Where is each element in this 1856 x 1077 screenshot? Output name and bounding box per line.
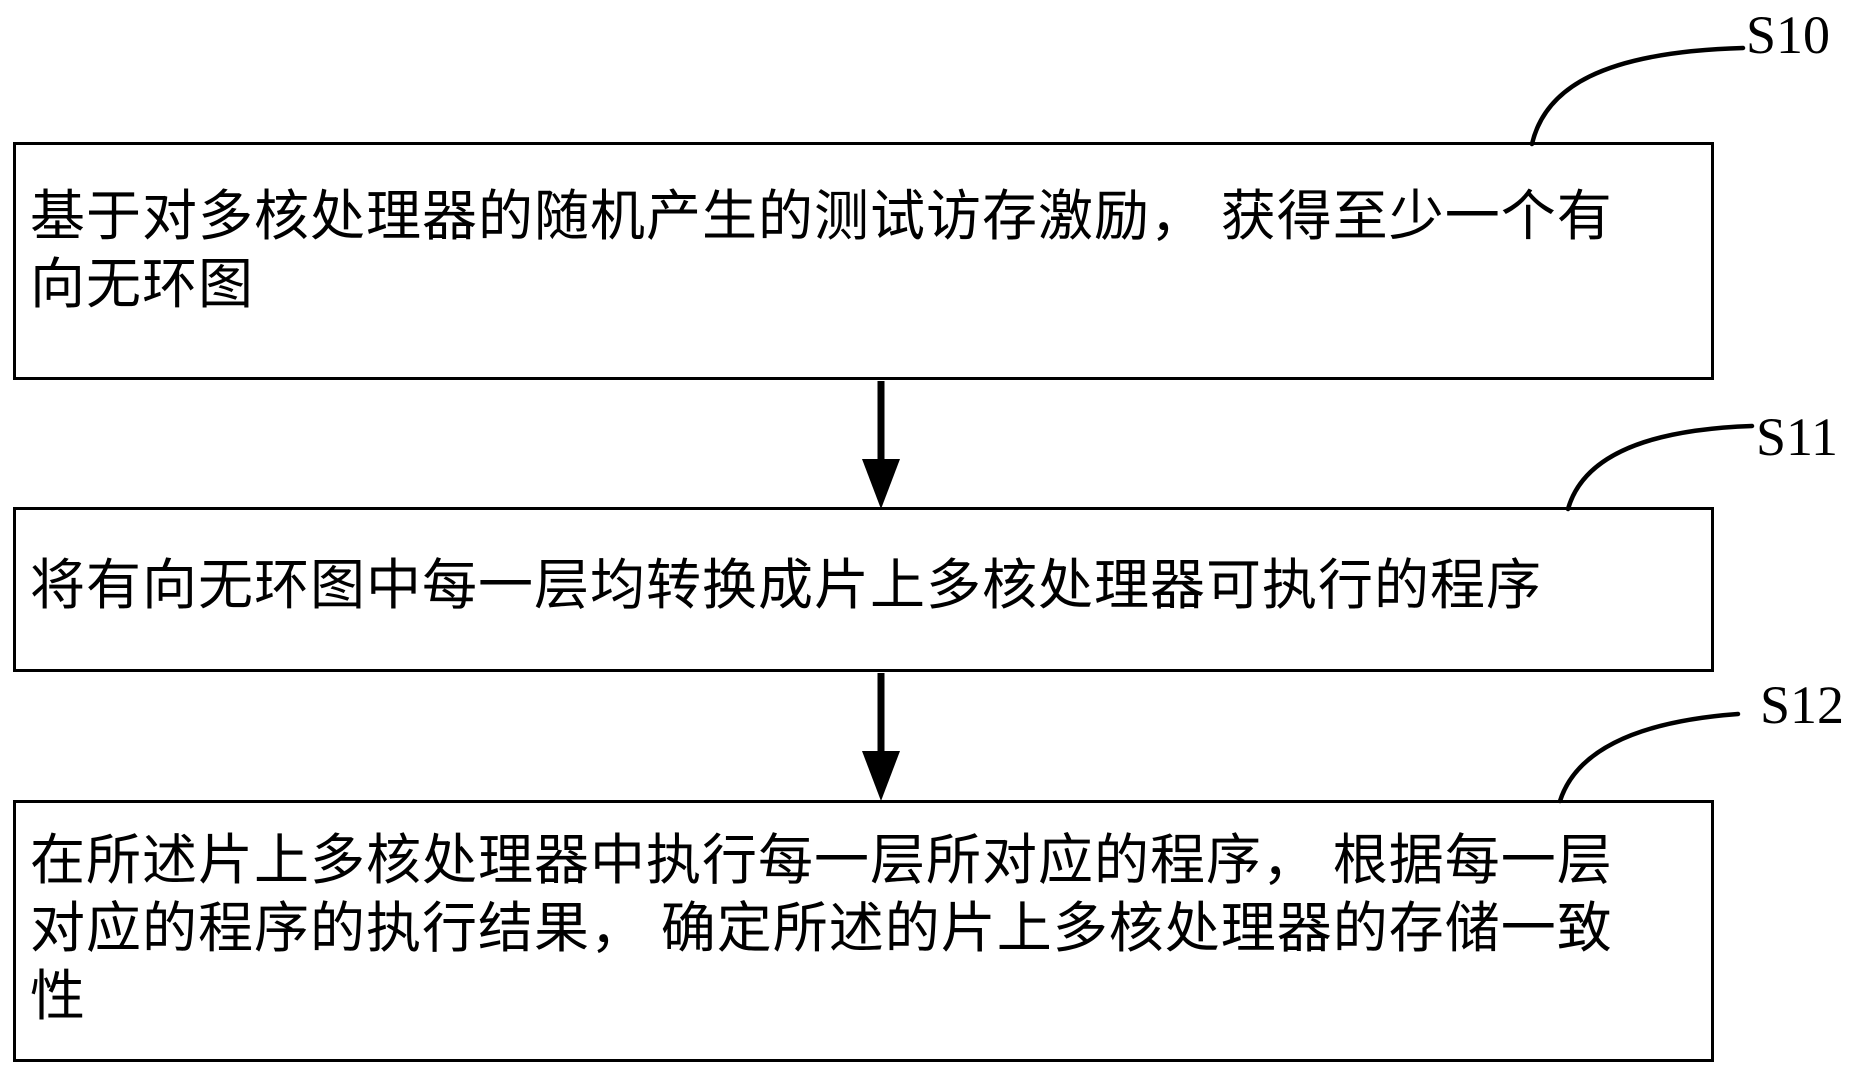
step-label-s10: S10 <box>1746 5 1831 65</box>
step-s12-text-line-1: 在所述片上多核处理器中执行每一层所对应的程序， 根据每一层 <box>30 830 1613 891</box>
step-box-s10: 基于对多核处理器的随机产生的测试访存激励， 获得至少一个有 向无环图 <box>13 142 1714 380</box>
step-box-s12: 在所述片上多核处理器中执行每一层所对应的程序， 根据每一层 对应的程序的执行结果… <box>13 800 1714 1062</box>
step-s12-text-line-3: 性 <box>30 966 87 1027</box>
step-s12-text-line-2: 对应的程序的执行结果， 确定所述的片上多核处理器的存储一致 <box>30 898 1613 959</box>
step-box-s11: 将有向无环图中每一层均转换成片上多核处理器可执行的程序 <box>13 507 1714 672</box>
step-s11-text-line-1: 将有向无环图中每一层均转换成片上多核处理器可执行的程序 <box>30 555 1543 616</box>
step-label-s12: S12 <box>1760 675 1845 735</box>
down-arrow-1 <box>862 381 900 509</box>
step-s10-text-line-1: 基于对多核处理器的随机产生的测试访存激励， 获得至少一个有 <box>30 186 1613 247</box>
leader-curve-s11 <box>1565 423 1755 512</box>
step-label-s11: S11 <box>1756 407 1839 467</box>
step-s10-text-line-2: 向无环图 <box>30 254 255 315</box>
leader-curve-s10 <box>1529 45 1746 147</box>
leader-curve-s12 <box>1557 711 1741 804</box>
down-arrow-2 <box>862 673 900 801</box>
